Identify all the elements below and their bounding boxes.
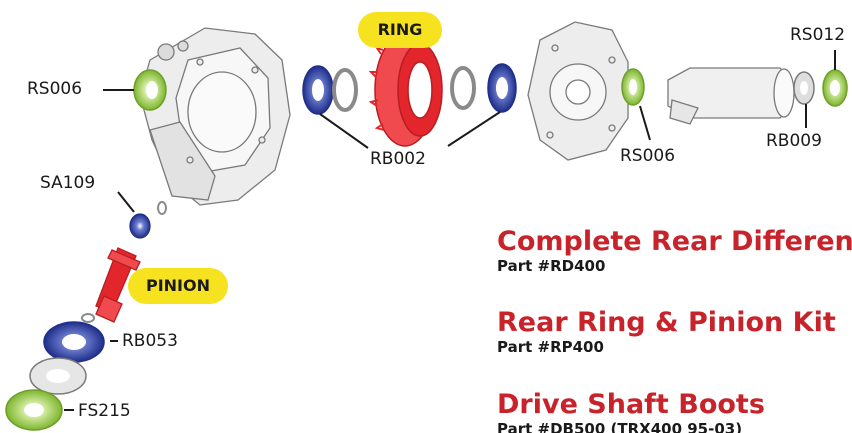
differential-housing-right — [528, 22, 628, 160]
product-title[interactable]: Complete Rear Differen — [497, 227, 852, 257]
pinion-washer — [82, 314, 94, 322]
product-title[interactable]: Drive Shaft Boots — [497, 390, 765, 420]
seal-rs012 — [823, 70, 847, 106]
product-title[interactable]: Rear Ring & Pinion Kit — [497, 308, 836, 338]
bearing-rb009 — [794, 72, 814, 104]
label-sa109: SA109 — [40, 173, 95, 193]
label-rb009: RB009 — [766, 131, 822, 151]
axle-tube — [668, 68, 794, 124]
pinion-small-washer — [158, 202, 166, 214]
seal-rs006-left — [134, 70, 166, 110]
product-item[interactable]: Rear Ring & Pinion Kit Part #RP400 — [497, 308, 836, 356]
label-rs006-right: RS006 — [620, 146, 675, 166]
label-rb053: RB053 — [122, 331, 178, 351]
product-item[interactable]: Complete Rear Differen Part #RD400 — [497, 227, 852, 275]
label-rs012: RS012 — [790, 25, 845, 45]
label-rb002: RB002 — [370, 149, 426, 169]
tag-ring: RING — [358, 12, 442, 48]
product-part-number: Part #RP400 — [497, 338, 836, 356]
pinion-bearing-race — [30, 358, 86, 394]
product-part-number: Part #DB500 (TRX400 95-03) — [497, 420, 765, 433]
bearing-rb002-right — [488, 64, 516, 112]
tag-pinion: PINION — [128, 268, 228, 304]
bearing-rb053 — [44, 322, 104, 362]
seal-fs215 — [6, 390, 62, 430]
product-item[interactable]: Drive Shaft Boots Part #DB500 (TRX400 95… — [497, 390, 765, 433]
sa109-bushing — [130, 214, 150, 238]
seal-rs006-right — [622, 69, 644, 105]
label-fs215: FS215 — [78, 401, 131, 421]
label-rs006-left: RS006 — [27, 79, 82, 99]
bearing-rb002-left — [303, 66, 333, 114]
product-part-number: Part #RD400 — [497, 257, 852, 275]
differential-housing-left — [140, 28, 290, 205]
